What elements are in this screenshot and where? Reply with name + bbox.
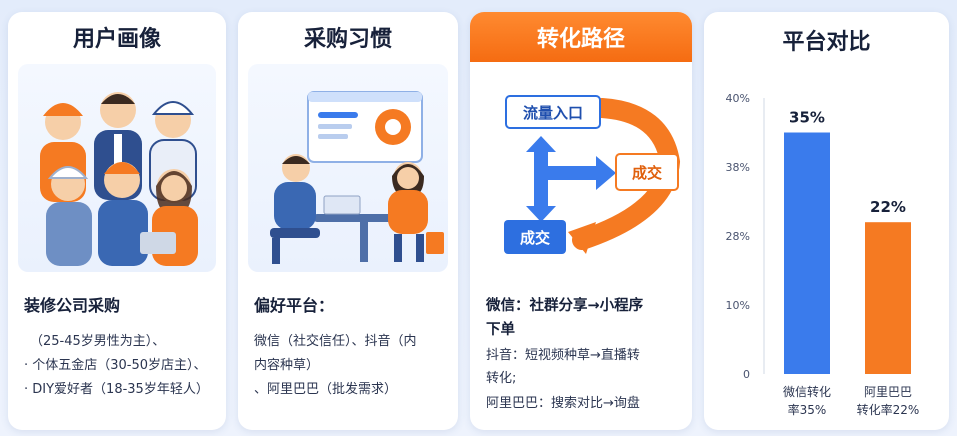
purchase-habit-card: 采购习惯 <box>238 12 458 430</box>
platform-compare-title: 平台对比 <box>782 30 871 55</box>
y-tick-label: 40% <box>726 92 750 105</box>
y-tick-label: 0 <box>743 368 750 381</box>
flow-arrow-up-head <box>526 136 556 152</box>
flow-node-deal-right-label: 成交 <box>632 164 662 182</box>
meeting-illustration-icon <box>248 64 448 272</box>
x-category-label: 转化率22% <box>857 402 920 417</box>
user-profile-title: 用户画像 <box>72 27 161 52</box>
bar <box>865 222 911 374</box>
workers-illustration-icon <box>18 64 216 272</box>
purchase-habit-line-2: 内容种草） <box>254 358 320 373</box>
flow-node-entry-label: 流量入口 <box>523 104 583 122</box>
user-profile-card: 用户画像 <box>8 12 226 430</box>
conversion-flow-diagram: 流量入口 成交 成交 <box>504 95 681 254</box>
user-profile-heading: 装修公司采购 <box>24 296 121 315</box>
flow-node-deal-right <box>615 153 679 191</box>
user-profile-line-3: · DIY爱好者（18-35岁年轻人） <box>24 382 209 397</box>
flow-arrow-vertical <box>534 148 548 210</box>
x-category-label: 阿里巴巴 <box>864 385 912 399</box>
purchase-habit-line-1: 微信（社交信任）、抖音（内 <box>254 334 417 349</box>
conversion-line-1: 微信：社群分享→小程序 <box>486 298 644 314</box>
conversion-line-5: 阿里巴巴：搜索对比→询盘 <box>486 396 640 411</box>
user-profile-line-1: （25-45岁男性为主）、 <box>30 334 166 349</box>
conversion-path-card: 转化路径 流量入口 成交 成交 微信：社群分享→小程序 下单 抖音：短视频种草→… <box>470 12 692 430</box>
conversion-line-4: 转化; <box>486 371 517 386</box>
conversion-path-title: 转化路径 <box>470 12 692 62</box>
y-tick-label: 38% <box>726 161 750 174</box>
flow-arrow-down-head <box>526 206 556 222</box>
conversion-line-3: 抖音：短视频种草→直播转 <box>486 348 640 363</box>
purchase-habit-heading: 偏好平台： <box>254 296 335 315</box>
x-category-label: 微信转化 <box>783 384 831 399</box>
bar <box>784 132 830 374</box>
bar-data-label: 22% <box>870 198 906 216</box>
flow-node-deal-bottom-label: 成交 <box>520 229 550 247</box>
flow-node-entry <box>505 95 601 129</box>
x-category-label: 率35% <box>788 402 827 417</box>
flow-arrow-curve-head <box>568 222 596 254</box>
platform-compare-card: 平台对比 0 10% 28% 38% 40% 35% 微信转化率35% 22% 阿里巴巴转化率2… <box>704 12 949 430</box>
bar-data-label: 35% <box>789 109 825 127</box>
user-profile-line-2: · 个体五金店（30-50岁店主）、 <box>24 358 207 373</box>
flow-arrow-right-head <box>596 156 616 190</box>
flow-node-deal-bottom <box>504 220 566 254</box>
y-tick-label: 10% <box>726 299 750 312</box>
purchase-habit-title: 采购习惯 <box>303 27 392 52</box>
y-tick-label: 28% <box>726 230 750 243</box>
conversion-line-2: 下单 <box>486 322 515 338</box>
flow-arrow-horizontal <box>548 166 598 180</box>
purchase-habit-line-3: 、阿里巴巴（批发需求） <box>254 382 398 397</box>
